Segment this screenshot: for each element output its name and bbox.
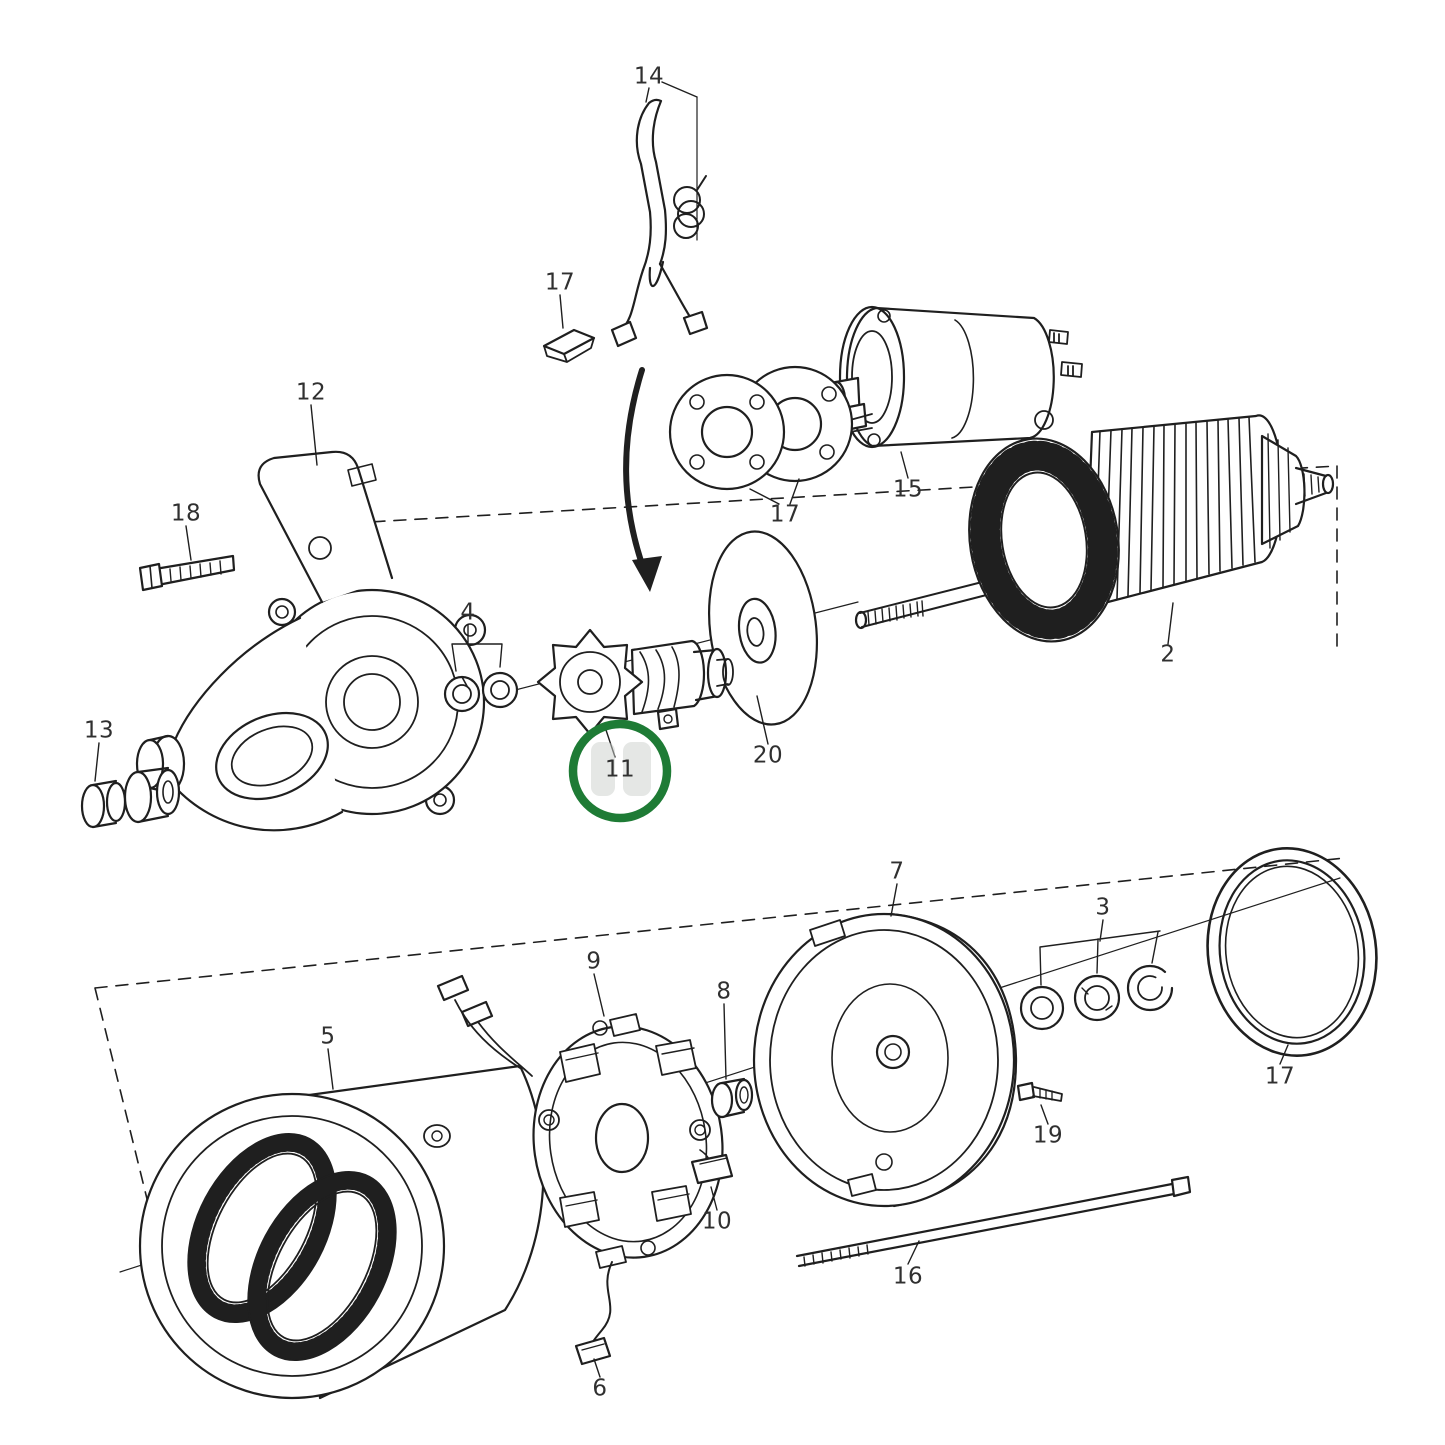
part-label-18[interactable]: 18	[170, 500, 202, 527]
armature-winding	[968, 437, 1120, 643]
field-coil-terminals	[436, 974, 533, 1077]
part-2-armature	[854, 414, 1335, 643]
part-label-15[interactable]: 15	[892, 476, 924, 503]
part-label-17a[interactable]: 17	[544, 269, 576, 296]
part-label-20[interactable]: 20	[752, 742, 784, 769]
solenoid-terminals	[1034, 329, 1083, 430]
assembly-arrow	[623, 367, 662, 592]
armature-commutator	[1260, 433, 1335, 549]
part-20-thrust-disc	[707, 530, 819, 726]
part-label-2[interactable]: 2	[1160, 641, 1176, 668]
part-11-drive-pinion	[536, 628, 734, 736]
part-label-4[interactable]: 4	[460, 599, 476, 626]
part-label-3[interactable]: 3	[1095, 894, 1111, 921]
part-label-6[interactable]: 6	[592, 1375, 608, 1402]
part-9-brush-holder	[532, 1013, 724, 1269]
part-17-wedge	[542, 328, 596, 363]
part-label-9[interactable]: 9	[586, 948, 602, 975]
part-4-washers	[443, 671, 519, 713]
part-5-field-coil-yoke	[138, 974, 545, 1400]
leader-lines	[94, 81, 1289, 1378]
part-label-17b[interactable]: 17	[769, 501, 801, 528]
part-13-bushing	[80, 766, 181, 829]
part-label-11[interactable]: 11	[604, 756, 636, 783]
part-label-8[interactable]: 8	[716, 978, 732, 1005]
part-label-14[interactable]: 14	[633, 63, 665, 90]
part-17-plates	[668, 365, 873, 491]
field-coils	[187, 1132, 397, 1362]
lever-spring	[673, 175, 707, 239]
part-label-5[interactable]: 5	[320, 1023, 336, 1050]
part-17-seal-ring	[1206, 847, 1378, 1057]
part-19-screw	[1016, 1081, 1063, 1102]
part-16-through-bolt	[795, 1175, 1192, 1268]
pinion-gear	[536, 628, 644, 736]
bottom-assembly	[138, 847, 1378, 1400]
part-7-end-housing	[752, 912, 1018, 1208]
watermark	[591, 742, 651, 796]
part-8-bushing	[710, 1077, 754, 1119]
part-label-12[interactable]: 12	[295, 379, 327, 406]
housing-opening	[215, 711, 329, 801]
top-assembly	[80, 96, 1335, 832]
part-10-brush	[690, 1153, 734, 1185]
part-6-lead-wire	[574, 1261, 613, 1366]
part-label-10[interactable]: 10	[701, 1208, 733, 1235]
part-3-washer-set	[1019, 964, 1174, 1031]
part-label-19[interactable]: 19	[1032, 1122, 1064, 1149]
part-label-17c[interactable]: 17	[1264, 1063, 1296, 1090]
part-label-16[interactable]: 16	[892, 1263, 924, 1290]
part-18-bolt	[138, 554, 236, 592]
part-14-engagement-lever	[610, 96, 709, 348]
part-label-7[interactable]: 7	[889, 858, 905, 885]
part-label-13[interactable]: 13	[83, 717, 115, 744]
highlight-ring[interactable]	[568, 719, 672, 823]
